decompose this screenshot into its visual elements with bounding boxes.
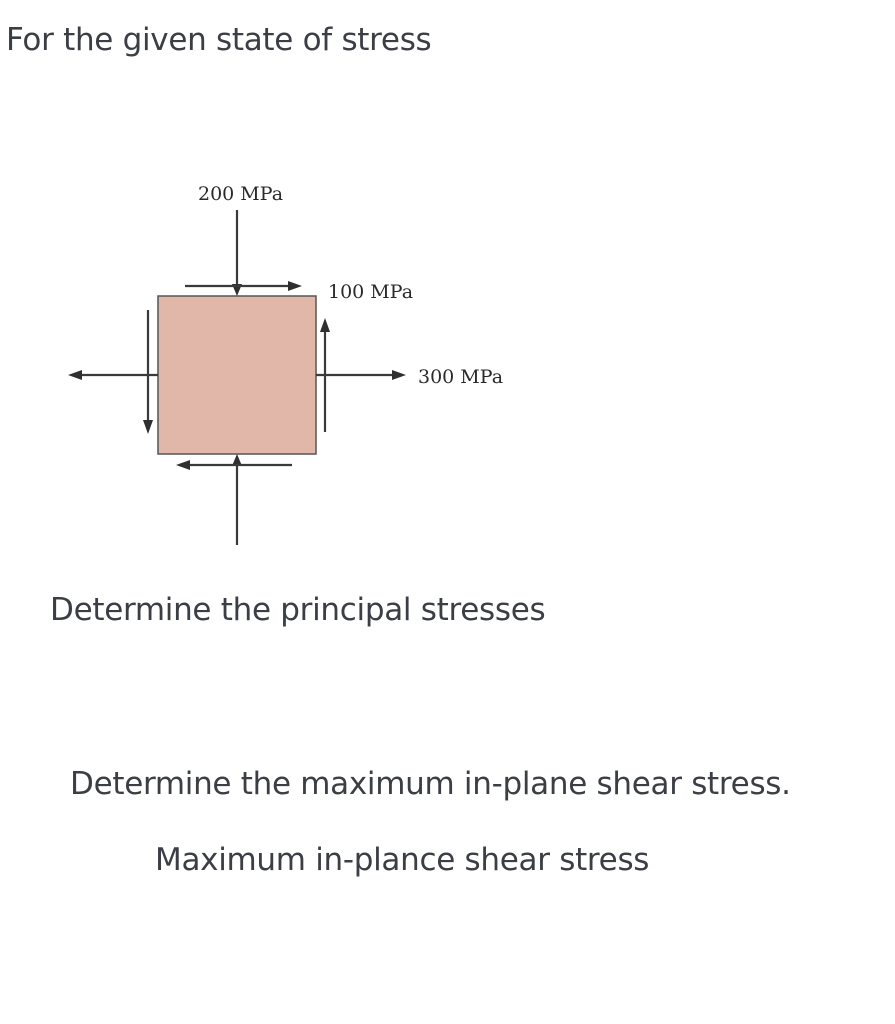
principal-stresses-question: Determine the principal stresses	[50, 592, 546, 628]
normal-stress-x-label: 300 MPa	[418, 366, 503, 388]
right-shear-stress-arrowhead	[320, 318, 330, 332]
right-normal-stress-arrowhead	[392, 370, 406, 380]
stress-element-diagram: 200 MPa 100 MPa 300 MPa	[68, 183, 503, 545]
left-shear-stress-arrowhead	[143, 420, 153, 434]
normal-stress-y-label: 200 MPa	[198, 183, 283, 205]
bottom-normal-stress-arrowhead	[232, 454, 242, 466]
max-shear-answer-label: Maximum in-plance shear stress	[155, 842, 650, 878]
top-shear-stress-arrowhead	[288, 281, 302, 291]
bottom-shear-stress-arrowhead	[176, 460, 190, 470]
problem-intro: For the given state of stress	[6, 22, 432, 58]
left-normal-stress-arrowhead	[68, 370, 82, 380]
max-shear-question: Determine the maximum in-plane shear str…	[70, 766, 791, 802]
shear-stress-label: 100 MPa	[328, 281, 413, 303]
stress-element-square	[157, 295, 317, 455]
